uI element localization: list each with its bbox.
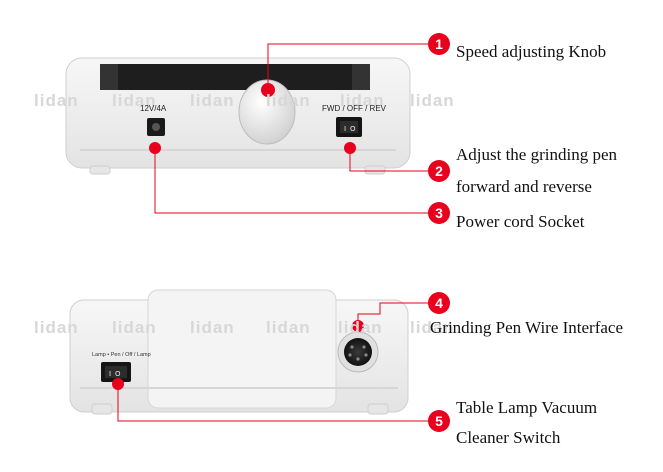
callout-label-4: Grinding Pen Wire Interface (430, 318, 624, 337)
svg-text:I: I (344, 125, 346, 133)
power-rating-label: 12V/4A (140, 104, 167, 113)
lamp-switch-label: Lamp • Pen / Off / Lamp (92, 352, 151, 358)
watermark: lidan (338, 318, 383, 337)
svg-text:O: O (115, 370, 121, 378)
leader-line-4 (357, 302, 430, 326)
top-vent-grille (100, 64, 370, 90)
callout-label-3: Power cord Socket (456, 212, 585, 231)
watermark: lidan (340, 91, 385, 110)
watermark: lidan (34, 91, 79, 110)
watermark: lidan (410, 318, 455, 337)
watermark: lidan (266, 318, 311, 337)
watermark: lidan (34, 318, 79, 337)
leader-line-1 (267, 43, 430, 90)
svg-text:O: O (350, 125, 356, 133)
foot-left (91, 403, 113, 415)
speed-knob (238, 79, 296, 145)
leader-lines (117, 43, 430, 422)
callout-badge-3: 3 (428, 202, 450, 224)
svg-text:I: I (109, 370, 111, 378)
leader-line-2 (349, 148, 430, 172)
leader-line-5 (117, 384, 430, 422)
watermark: lidan (112, 318, 157, 337)
watermark: lidan (190, 91, 235, 110)
callout-label-5-line-1: Table Lamp Vacuum (456, 398, 598, 417)
watermark: lidan (410, 91, 455, 110)
direction-switch-label: FWD / OFF / REV (322, 104, 386, 113)
callout-label-2-line-1: Adjust the grinding pen (456, 145, 618, 164)
foot-left (89, 165, 111, 175)
anchor-dots (112, 83, 364, 390)
leader-line-3 (154, 148, 430, 214)
callout-label-5-line-2: Cleaner Switch (456, 428, 561, 447)
callout-badge-1: 1 (428, 33, 450, 55)
watermark: lidan (266, 91, 311, 110)
callout-badge-5: 5 (428, 410, 450, 432)
callout-badge-2: 2 (428, 160, 450, 182)
callout-label-2-line-2: forward and reverse (456, 177, 592, 196)
top-device: I O (65, 57, 411, 175)
bottom-device: I O (69, 289, 409, 415)
watermark: lidan (112, 91, 157, 110)
foot-right (364, 165, 386, 175)
watermark: lidan (190, 318, 235, 337)
foot-right (367, 403, 389, 415)
callout-badge-4: 4 (428, 292, 450, 314)
lid-panel (147, 289, 337, 409)
callout-label-1: Speed adjusting Knob (456, 42, 607, 61)
